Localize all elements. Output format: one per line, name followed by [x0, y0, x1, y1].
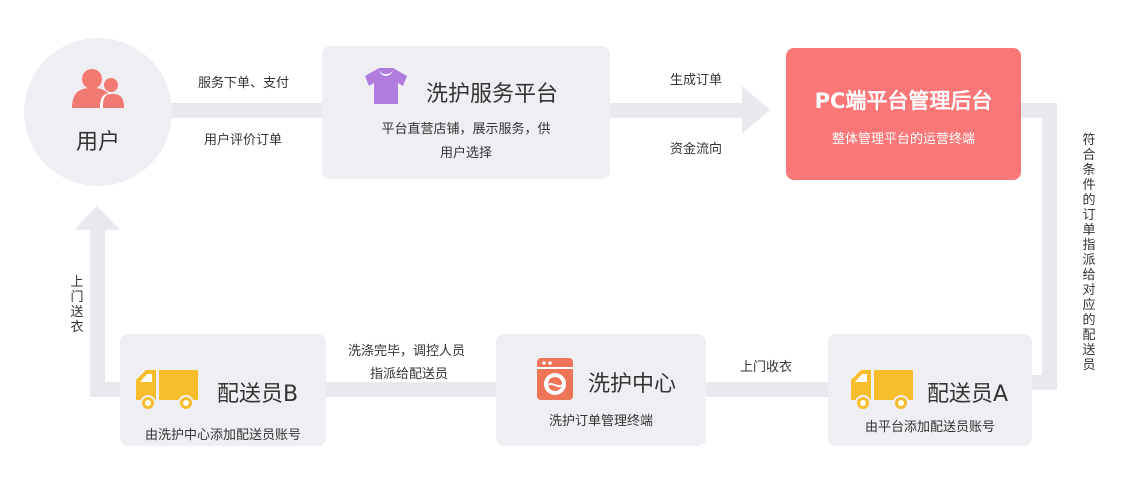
service-platform-desc-line1: 平台直营店铺，展示服务，供 — [381, 122, 551, 137]
edge-label-review: 用户评价订单 — [204, 133, 283, 148]
admin-desc: 整体管理平台的运营终端 — [831, 132, 975, 147]
user-label: 用户 — [75, 130, 120, 155]
edge-label-deliver: 上门送衣 — [70, 275, 84, 335]
arrow-head-admin — [742, 86, 770, 134]
edge-label-wash-done: 洗涤完毕，调控人员 — [348, 344, 466, 359]
connector-a-center — [704, 382, 830, 397]
courier-a-node: 配送员A 由平台添加配送员账号 — [828, 334, 1032, 446]
courier-b-node: 配送员B 由洗护中心添加配送员账号 — [120, 334, 326, 446]
edge-label-generate-order: 生成订单 — [670, 73, 723, 88]
connector-into-courier-a — [1028, 375, 1057, 390]
admin-title: PC端平台管理后台 — [814, 89, 993, 113]
connector-platform-admin — [608, 103, 750, 118]
user-node: 用户 — [24, 38, 172, 186]
edge-label-dispatch: 符合条件的订单指派给对应的配送员 — [1082, 133, 1096, 373]
connector-up — [90, 226, 105, 397]
courier-b-desc: 由洗护中心添加配送员账号 — [144, 428, 301, 443]
edge-label-fund-flow: 资金流向 — [670, 142, 723, 157]
service-platform-title: 洗护服务平台 — [426, 82, 559, 107]
wash-center-title: 洗护中心 — [588, 372, 677, 397]
shirt-icon — [365, 68, 407, 104]
courier-b-title: 配送员B — [217, 382, 299, 407]
service-platform-node: 洗护服务平台 平台直营店铺，展示服务，供 用户选择 — [322, 46, 610, 179]
wash-center-desc: 洗护订单管理终端 — [548, 414, 653, 429]
arrow-head-user — [74, 206, 120, 230]
washing-machine-icon — [537, 358, 573, 400]
edge-label-assign: 指派给配送员 — [370, 367, 449, 382]
users-icon — [72, 69, 124, 108]
courier-a-desc: 由平台添加配送员账号 — [864, 420, 995, 435]
wash-center-node: 洗护中心 洗护订单管理终端 — [496, 334, 706, 446]
admin-node: PC端平台管理后台 整体管理平台的运营终端 — [786, 48, 1021, 180]
truck-icon — [851, 370, 913, 411]
edge-label-order-pay: 服务下单、支付 — [198, 76, 290, 91]
truck-icon — [136, 370, 198, 411]
edge-label-pickup: 上门收衣 — [740, 360, 793, 375]
service-platform-desc-line2: 用户选择 — [439, 146, 492, 161]
courier-a-title: 配送员A — [927, 382, 1009, 407]
connector-user-platform — [170, 103, 326, 118]
connector-admin-down — [1042, 103, 1057, 390]
connector-center-b — [324, 382, 498, 397]
